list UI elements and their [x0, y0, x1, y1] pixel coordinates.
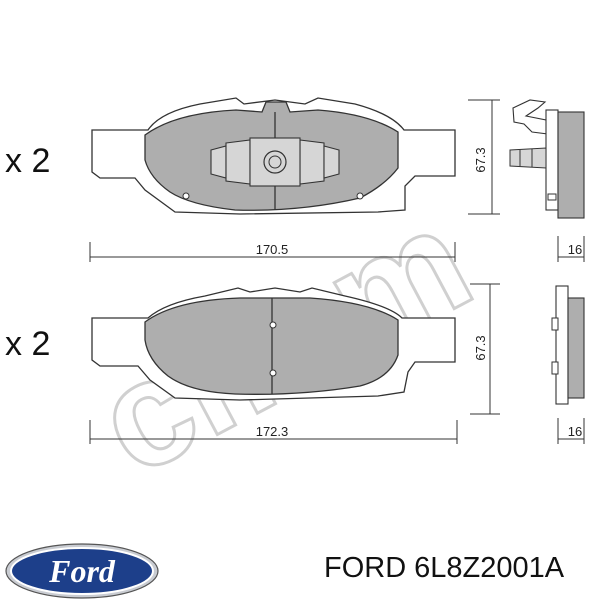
- top-pad-width-label: 170.5: [256, 242, 289, 257]
- bottom-pad-width-dimension: 172.3: [89, 420, 458, 444]
- ford-logo: Ford: [5, 543, 159, 599]
- top-pad-group: x 2 170.5 67.3: [5, 97, 585, 262]
- bottom-pad-side-view: [551, 285, 585, 405]
- part-number: 6L8Z2001A: [414, 552, 565, 584]
- bottom-pad-quantity: x 2: [5, 325, 50, 363]
- bottom-pad-thickness-label: 16: [568, 424, 582, 439]
- top-pad-thickness-label: 16: [568, 242, 582, 257]
- bottom-pad-thickness-dimension: 16: [557, 418, 585, 444]
- top-pad-hole-right: [356, 192, 364, 200]
- bottom-pad-hole-upper: [269, 321, 277, 329]
- top-pad-side-view: [509, 99, 585, 219]
- top-pad-height-dimension: 67.3: [468, 99, 500, 215]
- bottom-pad-group: x 2 172.3 67.3 16: [5, 283, 585, 444]
- bottom-pad-height-label: 67.3: [473, 335, 488, 360]
- top-pad-height-label: 67.3: [473, 147, 488, 172]
- top-pad-sensor-clip: [210, 137, 340, 187]
- bottom-pad-hole-lower: [269, 369, 277, 377]
- bottom-pad-width-label: 172.3: [256, 424, 289, 439]
- top-pad-hole-left: [182, 192, 190, 200]
- top-pad-width-dimension: 170.5: [89, 242, 456, 262]
- top-pad-thickness-dimension: 16: [557, 236, 585, 262]
- bottom-pad-height-dimension: 67.3: [470, 283, 500, 415]
- ford-logo-text: Ford: [48, 553, 116, 589]
- top-pad-quantity: x 2: [5, 142, 50, 180]
- brand-name: FORD: [324, 552, 407, 584]
